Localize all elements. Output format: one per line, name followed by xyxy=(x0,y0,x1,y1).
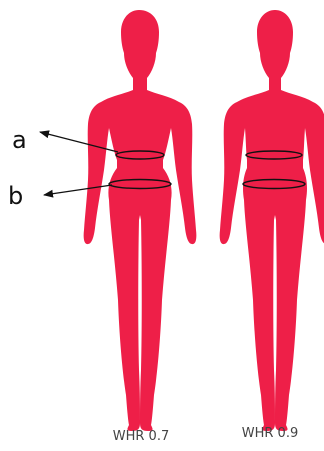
caption-whr-0-7: WHR 0.7 xyxy=(113,429,169,444)
callout-letter-a: a xyxy=(12,126,27,154)
callout-letter-b: b xyxy=(8,182,23,210)
silhouette-whr-0-9 xyxy=(220,10,324,431)
caption-whr-0-9: WHR 0.9 xyxy=(242,426,298,441)
figure-whr-0-7 xyxy=(84,10,197,431)
figure-whr-0-9 xyxy=(220,10,324,431)
silhouette-whr-0-7 xyxy=(84,10,197,431)
callout-arrow-b xyxy=(44,185,112,195)
